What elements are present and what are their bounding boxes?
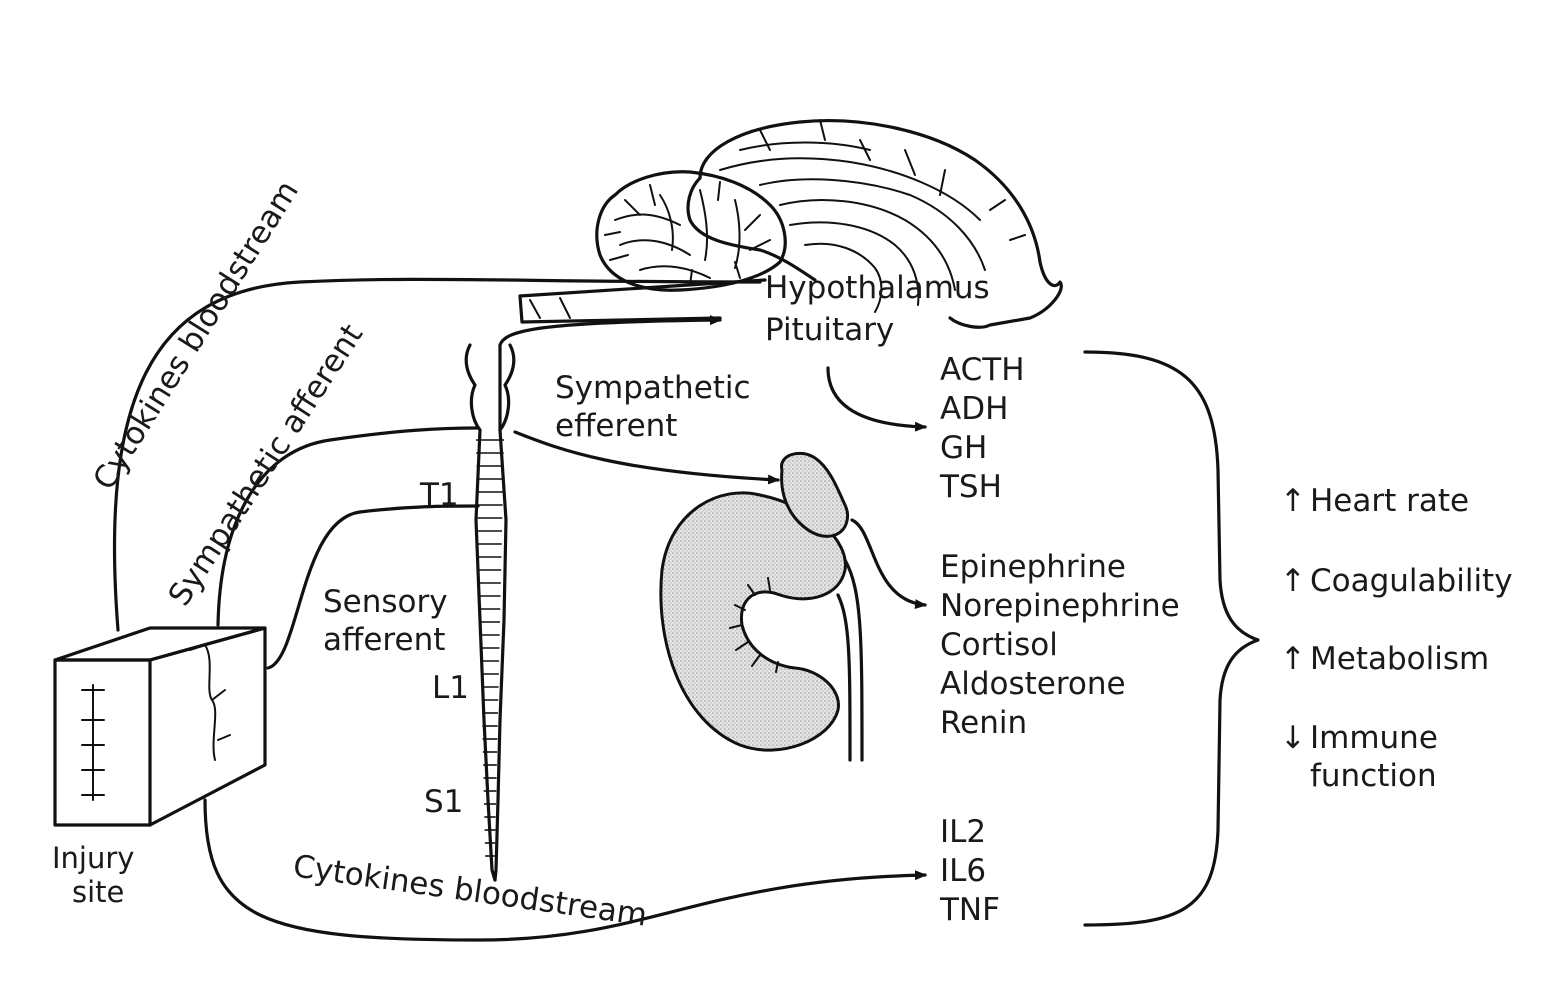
pituitary-hormone-item: ACTH bbox=[940, 352, 1025, 388]
pituitary-hormone-item: TSH bbox=[939, 469, 1002, 505]
pathway-arrows bbox=[114, 279, 925, 940]
injury-site-label-1: Injury bbox=[52, 841, 134, 875]
adrenal-hormone-list: EpinephrineNorepinephrineCortisolAldoste… bbox=[940, 549, 1180, 741]
sensory-afferent-label-2: afferent bbox=[323, 622, 445, 658]
cytokine-item: IL2 bbox=[940, 814, 986, 850]
effect-arrow-icon: ↑ bbox=[1280, 483, 1306, 519]
pituitary-hormone-item: GH bbox=[940, 430, 987, 466]
sensory-afferent-label-1: Sensory bbox=[323, 584, 448, 620]
kidney-illustration bbox=[661, 453, 862, 760]
right-brace bbox=[1085, 352, 1258, 925]
adrenal-hormone-item: Cortisol bbox=[940, 627, 1058, 663]
segment-t1-label: T1 bbox=[419, 477, 459, 513]
effect-arrow-icon: ↓ bbox=[1280, 720, 1306, 756]
effect-item: Immune bbox=[1310, 720, 1438, 756]
adrenal-hormone-item: Epinephrine bbox=[940, 549, 1126, 585]
adrenal-hormone-item: Norepinephrine bbox=[940, 588, 1180, 624]
cytokines-bottom-label: Cytokines bloodstream bbox=[291, 848, 649, 933]
pituitary-label: Pituitary bbox=[765, 312, 894, 348]
sympathetic-efferent-label-2: efferent bbox=[555, 408, 677, 444]
effect-item: Coagulability bbox=[1310, 563, 1513, 599]
cytokine-item: TNF bbox=[939, 892, 1000, 928]
sympathetic-efferent-label-1: Sympathetic bbox=[555, 370, 751, 406]
spinal-cord bbox=[466, 345, 514, 880]
effect-arrow-icon: ↑ bbox=[1280, 563, 1306, 599]
pituitary-hormone-item: ADH bbox=[940, 391, 1008, 427]
hypothalamus-label: Hypothalamus bbox=[765, 270, 990, 306]
effects-list: ↑Heart rate↑Coagulability↑Metabolism↓Imm… bbox=[1280, 483, 1513, 794]
injury-site-label-2: site bbox=[72, 875, 124, 909]
effect-item: Heart rate bbox=[1310, 483, 1469, 519]
injury-site-illustration bbox=[55, 628, 265, 825]
adrenal-hormone-item: Renin bbox=[940, 705, 1027, 741]
effect-item: Metabolism bbox=[1310, 641, 1489, 677]
cytokine-item: IL6 bbox=[940, 853, 986, 889]
segment-l1-label: L1 bbox=[432, 670, 469, 706]
adrenal-hormone-item: Aldosterone bbox=[940, 666, 1126, 702]
segment-s1-label: S1 bbox=[424, 784, 463, 820]
effect-item: function bbox=[1310, 758, 1437, 794]
effect-arrow-icon: ↑ bbox=[1280, 641, 1306, 677]
